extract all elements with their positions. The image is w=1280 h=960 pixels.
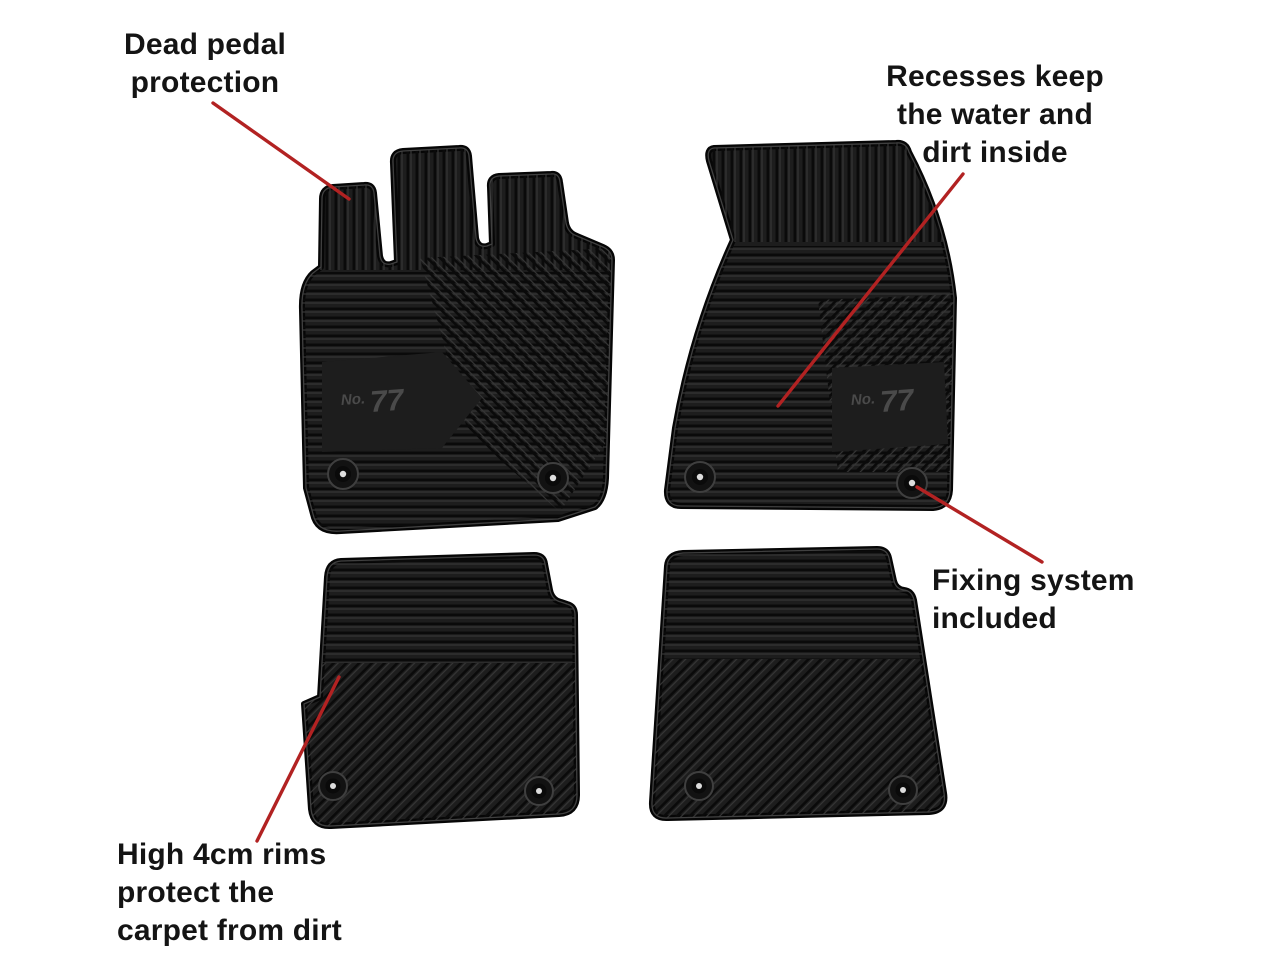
fixing-clip-hole [318,771,348,801]
fixing-clip-hole [327,458,359,490]
fixing-clip-hole [684,461,716,493]
fixing-clip-hole [684,771,714,801]
callout-line: protect the [117,876,275,909]
callout-recesses: Recesses keep the water and dirt inside [872,58,1118,172]
callout-line: carpet from dirt [117,914,342,947]
fixing-clip-hole [537,462,569,494]
callout-line: Dead pedal [123,28,287,61]
logo-number: 77 [369,384,406,419]
brand-logo: No. 77 [340,384,406,419]
front-left-mat: No. 77 [298,144,615,535]
fixing-clip-hole [896,467,928,499]
callout-line: protection [130,66,280,99]
front-right-mat: No. 77 [663,139,957,511]
callout-line: the water and [897,98,1093,131]
logo-prefix: No. [340,390,365,409]
callout-rims: High 4cm rims protect the carpet from di… [117,836,397,950]
callout-line: High 4cm rims [117,838,327,871]
callout-line: Fixing system [932,564,1135,597]
rear-right-mat [648,546,948,822]
fixing-clip-hole [524,776,554,806]
leader-line-rims [255,675,341,843]
callout-line: dirt inside [922,136,1068,169]
callout-fixing-system: Fixing system included [932,562,1172,638]
callout-dead-pedal: Dead pedal protection [95,26,315,102]
callout-line: Recesses keep [886,60,1104,93]
brand-logo: No. 77 [850,384,916,419]
logo-number: 77 [879,384,916,419]
leader-line-fixing-system [915,485,1044,564]
fixing-clip-hole [888,775,918,805]
leader-line-dead-pedal [211,101,351,201]
callout-line: included [932,602,1057,635]
leader-line-recesses [776,172,965,408]
logo-prefix: No. [850,390,875,409]
rear-left-mat [301,552,580,830]
